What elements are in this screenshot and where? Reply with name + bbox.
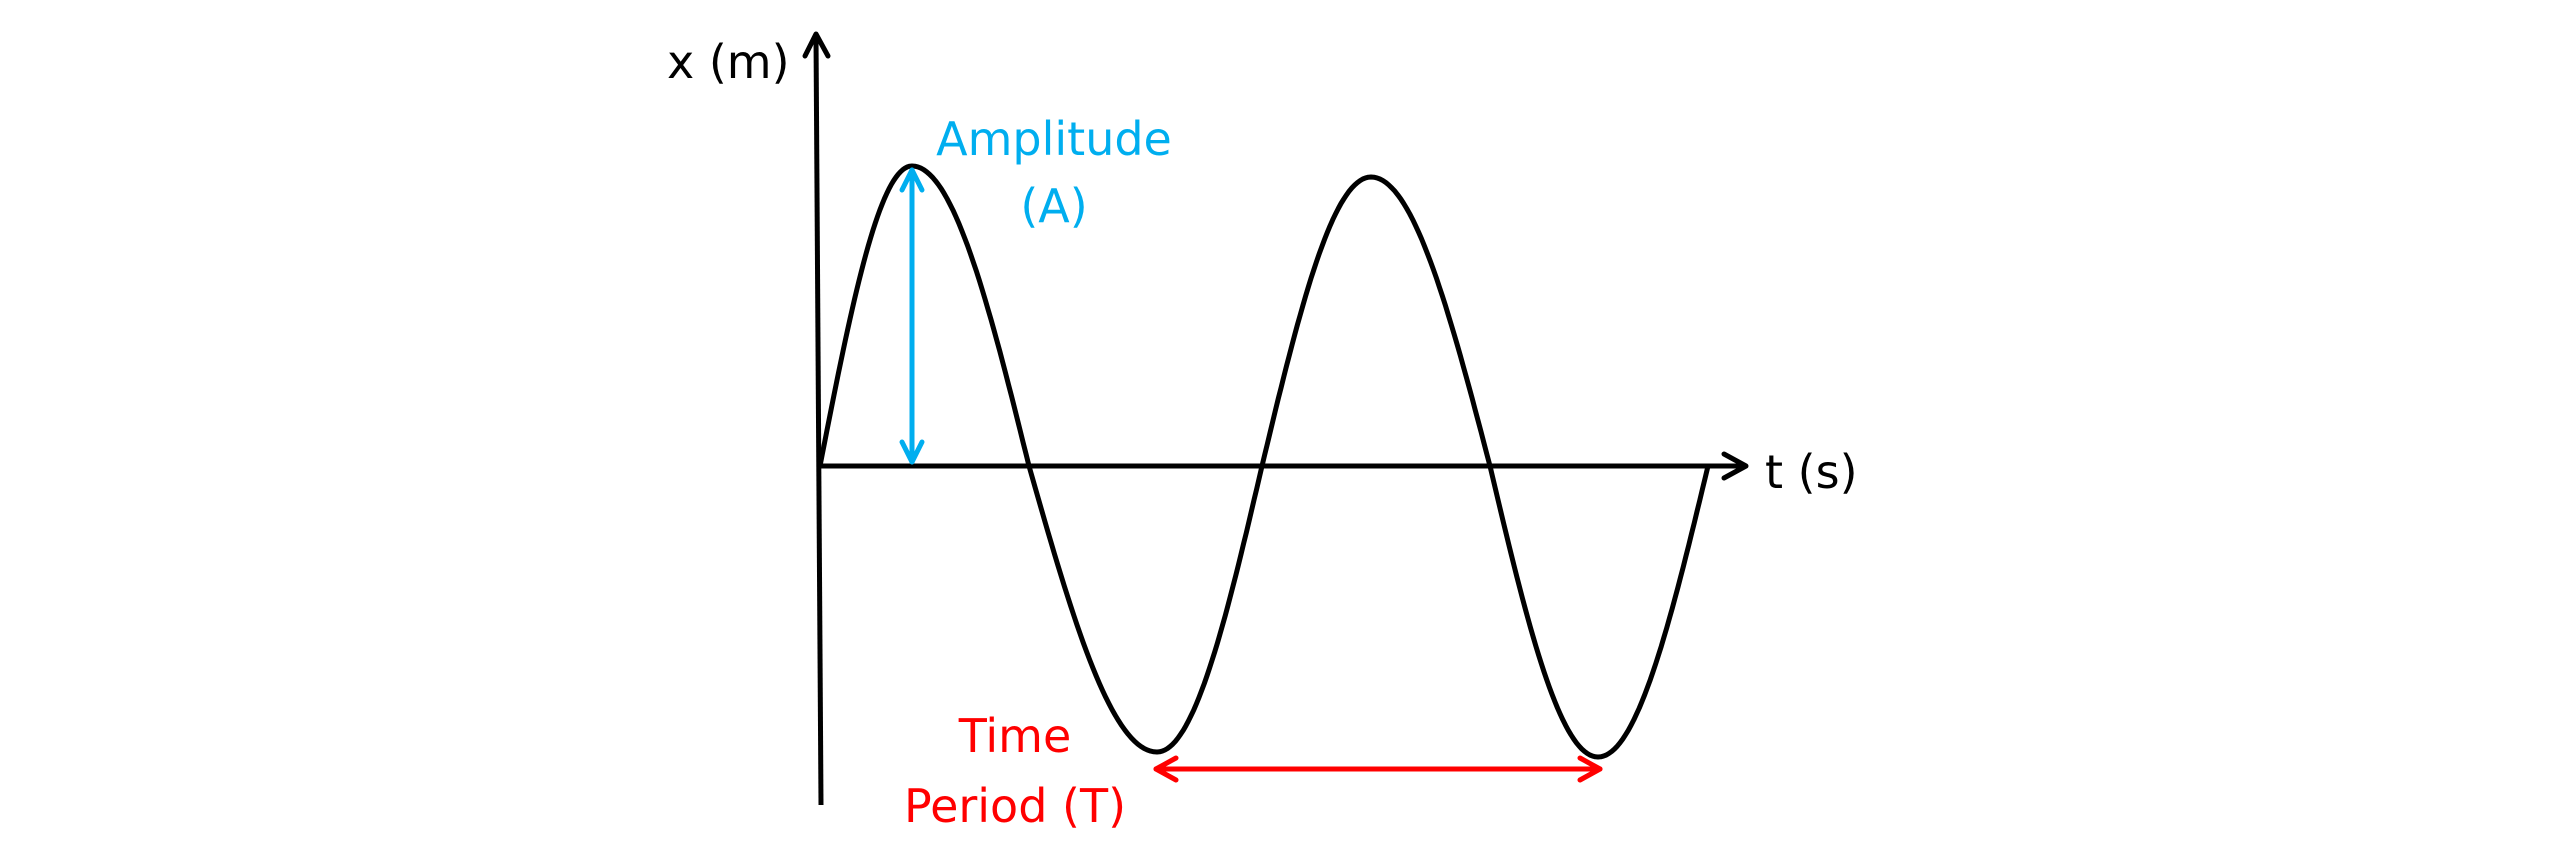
amplitude-arrow: [899, 167, 925, 465]
y-axis: [813, 35, 824, 806]
time-period-symbol: Period (T): [904, 779, 1126, 833]
time-period-label: Time: [958, 709, 1072, 763]
x-axis-label: t (s): [1765, 445, 1858, 499]
amplitude-label: Amplitude: [936, 112, 1172, 166]
y-axis-label: x (m): [667, 35, 790, 89]
x-axis-arrowhead-icon: [1721, 451, 1749, 481]
y-axis-arrowhead-icon: [802, 31, 831, 59]
time-period-arrow: [1153, 755, 1603, 783]
amplitude-symbol: (A): [1020, 179, 1087, 233]
wave-curve: [817, 163, 1711, 760]
